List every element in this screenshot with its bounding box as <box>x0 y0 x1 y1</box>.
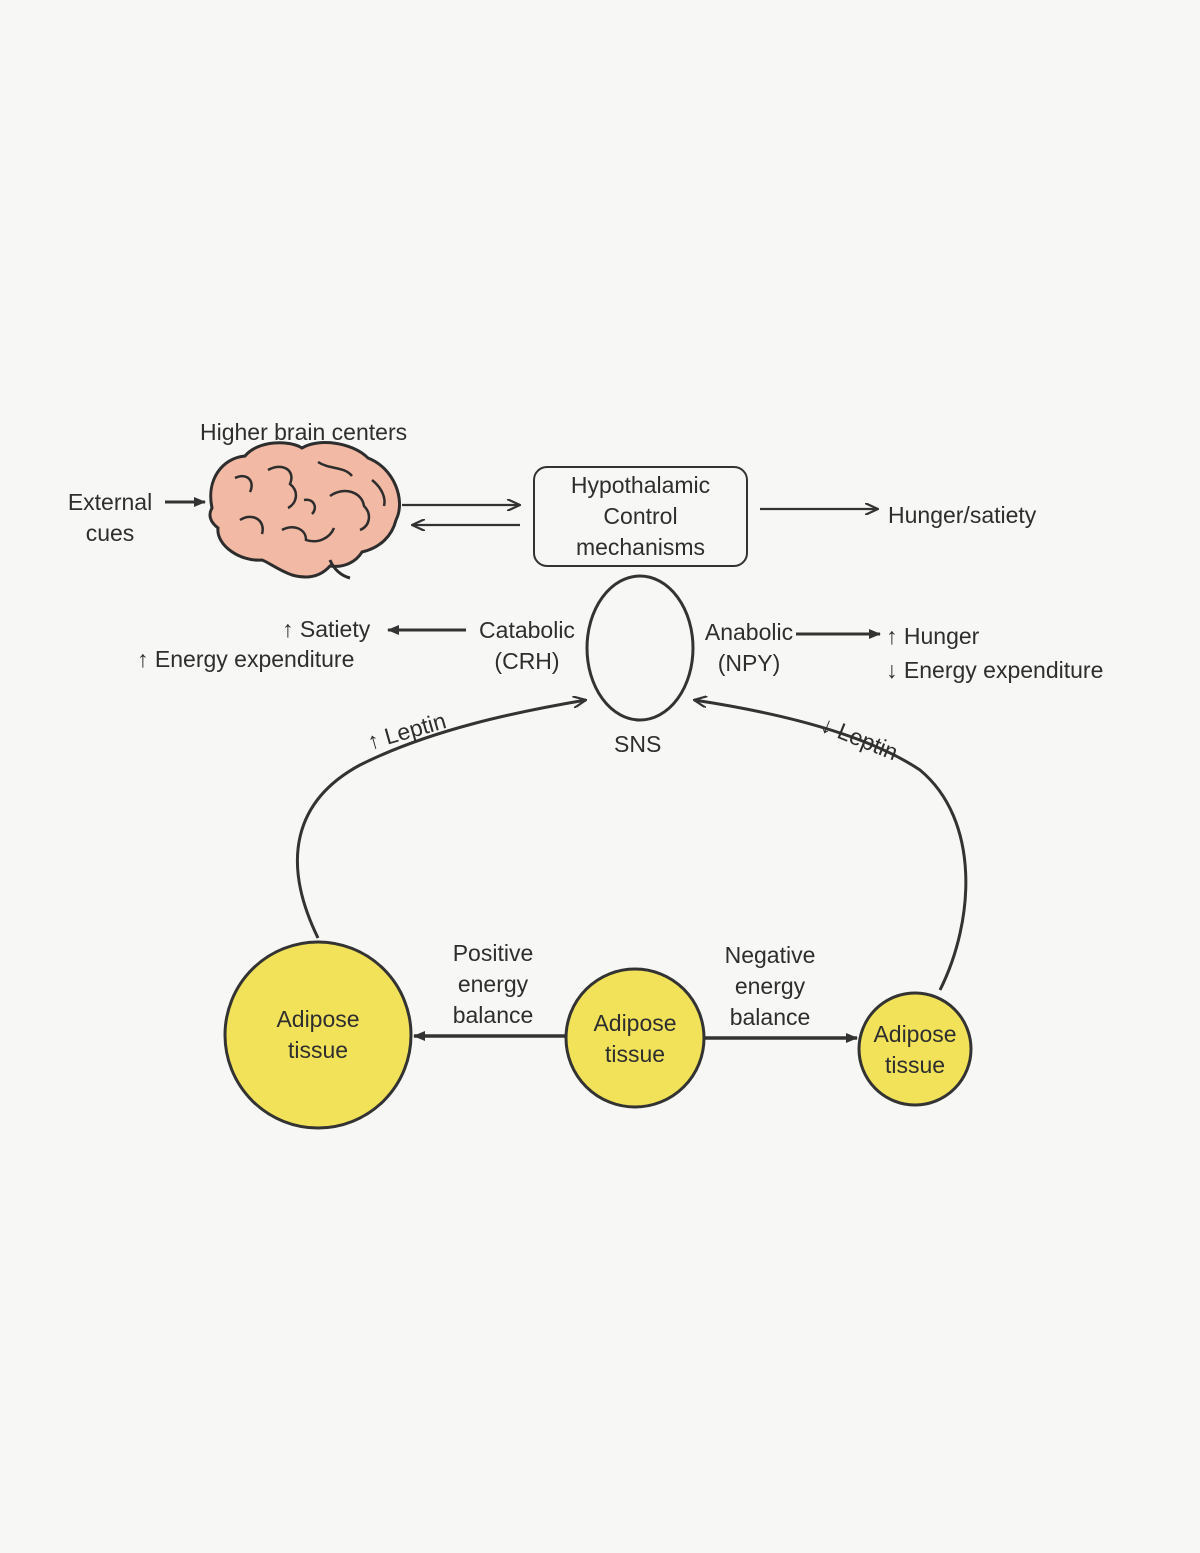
adipose-circle-left <box>223 940 413 1130</box>
adipose-center-label: Adipose tissue <box>593 1010 677 1067</box>
arrow-leptin-up <box>296 700 586 939</box>
hunger-satiety-label: Hunger/satiety <box>888 502 1037 528</box>
arrow-leptin-down <box>694 700 968 991</box>
sns-label: SNS <box>614 731 662 757</box>
hypothalamic-label: Hypothalamic Control mechanisms <box>570 472 711 560</box>
brain-icon <box>208 441 401 580</box>
adipose-right-label: Adipose tissue <box>873 1021 957 1078</box>
satiety-up-label: ↑ Satiety <box>282 616 371 642</box>
adipose-left-label: Adipose tissue <box>276 1006 360 1063</box>
external-cues-label: External cues <box>67 489 153 546</box>
energy-down-label: ↓ Energy expenditure <box>886 657 1104 683</box>
catabolic-label: Catabolic (CRH) <box>479 617 575 674</box>
energy-up-label: ↑ Energy expenditure <box>137 646 355 672</box>
hypothalamic-box <box>533 466 748 567</box>
hunger-up-label: ↑ Hunger <box>886 623 980 649</box>
positive-balance-label: Positive energy balance <box>452 940 534 1028</box>
adipose-circle-right <box>857 991 973 1107</box>
higher-brain-label: Higher brain centers <box>200 419 408 445</box>
negative-balance-label: Negative energy balance <box>724 942 816 1030</box>
sns-ellipse <box>585 574 695 722</box>
anabolic-label: Anabolic (NPY) <box>704 619 794 676</box>
